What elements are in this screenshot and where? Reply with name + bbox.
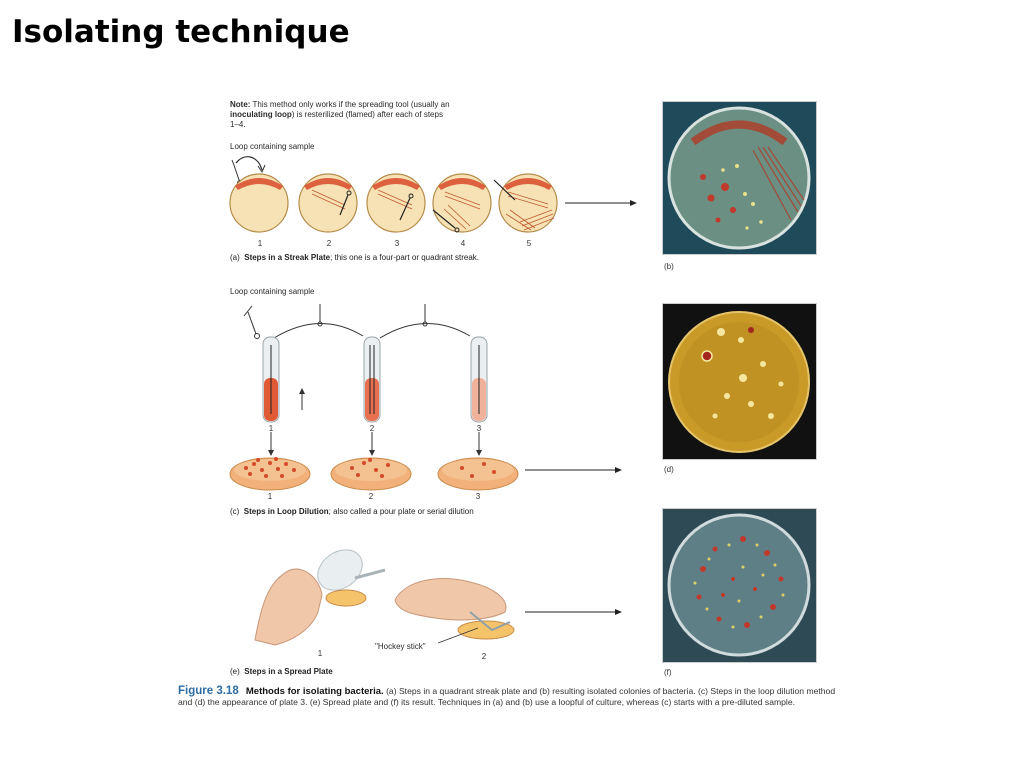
caption-e: (e) Steps in a Spread Plate <box>230 667 333 676</box>
arrow-a-to-b <box>565 200 637 206</box>
figure-text: (a) Steps in a quadrant streak plate and… <box>178 686 836 707</box>
transfer-arrow-2-3 <box>379 304 471 339</box>
hand-holding-lid <box>254 549 386 646</box>
small-up-arrow <box>299 388 305 410</box>
loop-label-a: Loop containing sample <box>230 142 315 151</box>
photo-d-label: (d) <box>664 465 674 474</box>
streak-note: Note: This method only works if the spre… <box>230 100 450 129</box>
spread-plate-photo <box>662 508 817 663</box>
hockey-stick-label: "Hockey stick" <box>375 642 426 651</box>
dilution-loop-tool <box>243 305 260 339</box>
streak-step-4: 4 <box>460 239 466 248</box>
streak-plate-3 <box>366 173 426 233</box>
figure-caption: Figure 3.18 Methods for isolating bacter… <box>178 685 838 708</box>
streak-plate-1 <box>229 173 289 233</box>
streak-step-2: 2 <box>326 239 332 248</box>
pour-plate-3 <box>437 457 519 491</box>
loop-label-c: Loop containing sample <box>230 287 315 296</box>
figure-number: Figure 3.18 <box>178 685 239 697</box>
spread-step-2: 2 <box>481 652 487 661</box>
figure-title: Methods for isolating bacteria. <box>245 686 384 697</box>
photo-b-label: (b) <box>664 262 674 271</box>
tube-step-1: 1 <box>268 424 274 433</box>
arrow-c-to-d <box>525 467 622 473</box>
pour-plate-photo <box>662 303 817 460</box>
caption-c: (c) Steps in Loop Dilution; also called … <box>230 507 474 516</box>
dilution-tube-3 <box>470 336 488 423</box>
plate-step-1: 1 <box>267 492 273 501</box>
streak-plate-5 <box>493 173 558 233</box>
streak-step-3: 3 <box>394 239 400 248</box>
streak-step-1: 1 <box>257 239 263 248</box>
pour-plate-1 <box>229 457 311 491</box>
spread-step-1: 1 <box>317 649 323 658</box>
photo-f-label: (f) <box>664 668 672 677</box>
plate-step-2: 2 <box>368 492 374 501</box>
streak-step-5: 5 <box>526 239 532 248</box>
tube-step-3: 3 <box>476 424 482 433</box>
arrow-e-to-f <box>525 609 622 615</box>
plate-step-3: 3 <box>475 492 481 501</box>
hand-spreading <box>394 578 515 644</box>
slide-title: Isolating technique <box>12 14 350 50</box>
streak-plate-4 <box>432 173 492 233</box>
tube-to-plate-arrows <box>268 432 482 456</box>
caption-a: (a) Steps in a Streak Plate; this one is… <box>230 253 480 262</box>
streak-plate-photo <box>662 101 817 255</box>
dilution-tube-1 <box>262 336 280 423</box>
dilution-tube-2 <box>363 336 381 423</box>
pour-plate-2 <box>330 457 412 491</box>
transfer-arrow-1-2 <box>273 304 364 339</box>
tube-step-2: 2 <box>369 424 375 433</box>
streak-plate-2 <box>298 173 358 233</box>
